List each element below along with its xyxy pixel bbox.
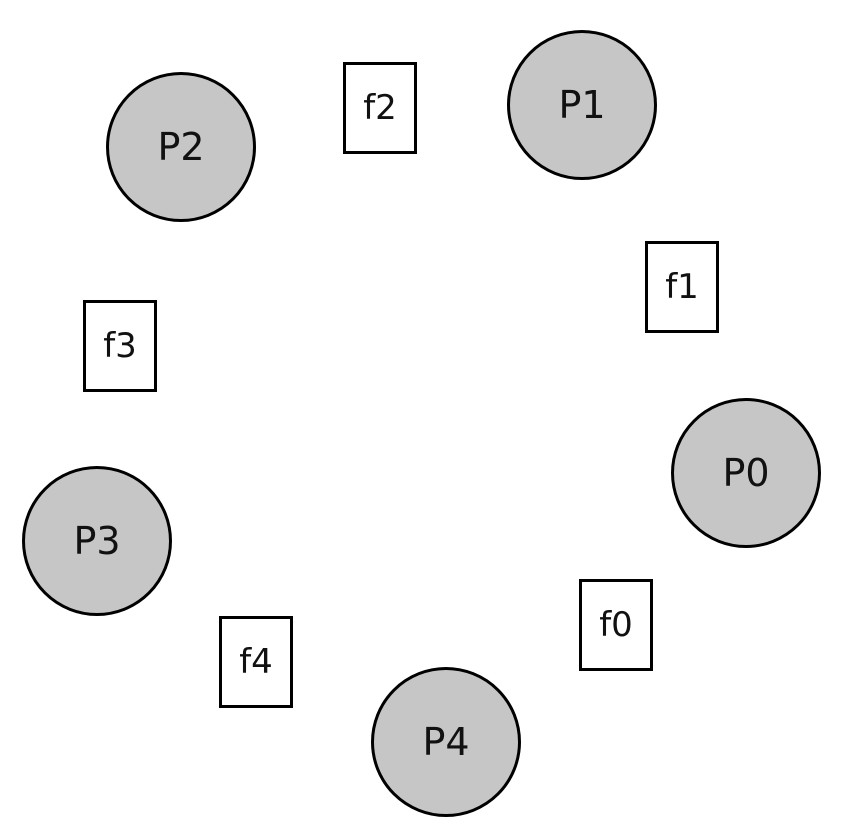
philosopher-label: P4	[422, 720, 470, 764]
philosopher-label: P3	[73, 519, 121, 563]
philosopher-p4: P4	[371, 667, 521, 817]
philosopher-p2: P2	[106, 72, 256, 222]
philosopher-label: P2	[157, 125, 205, 169]
philosopher-p3: P3	[22, 466, 172, 616]
fork-f1: f1	[645, 241, 719, 333]
fork-f4: f4	[219, 616, 293, 708]
philosopher-label: P1	[558, 83, 606, 127]
fork-label: f0	[599, 605, 633, 645]
philosopher-p0: P0	[671, 398, 821, 548]
fork-label: f4	[239, 642, 273, 682]
philosopher-label: P0	[722, 451, 770, 495]
fork-label: f3	[103, 326, 137, 366]
fork-f2: f2	[343, 62, 417, 154]
fork-f0: f0	[579, 579, 653, 671]
fork-label: f1	[665, 267, 699, 307]
fork-f3: f3	[83, 300, 157, 392]
fork-label: f2	[363, 88, 397, 128]
philosopher-p1: P1	[507, 30, 657, 180]
